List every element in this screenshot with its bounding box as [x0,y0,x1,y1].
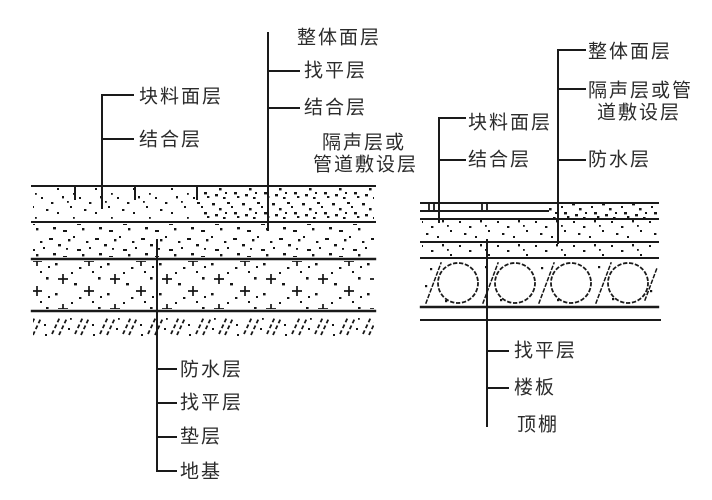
right-label-insulation-line1: 隔声层或管 [588,80,694,102]
right-section-drawing [419,49,661,427]
right-label-waterproof-layer: 防水层 [588,149,652,171]
slab-speckle-dots [425,266,653,303]
right-label-insulation-line2: 道敷设层 [597,102,682,124]
right-upper-left-leader [438,117,466,223]
right-label-leveling-layer: 找平层 [514,340,578,362]
left-layer-textures [33,188,374,337]
slab-spandrel-hatch [425,262,658,304]
left-label-foundation: 地基 [180,461,223,483]
left-block-joint-ticks [74,186,198,200]
left-layer-lines [30,185,377,313]
right-label-block-surface-layer: 块料面层 [468,112,553,134]
left-label-waterproof-layer: 防水层 [180,359,244,381]
right-bottom-leader [486,239,509,427]
left-label-bonding-layer-right: 结合层 [304,97,368,119]
right-label-monolithic-surface-layer: 整体面层 [588,41,673,63]
right-label-ceiling: 顶棚 [517,414,560,436]
right-label-bonding-layer: 结合层 [468,149,532,171]
left-label-monolithic-surface-layer: 整体面层 [297,27,382,49]
right-layer-textures [422,204,657,257]
hollow-core-slab-voids [437,262,649,304]
left-label-insulation-line1: 隔声层或 [322,132,407,154]
right-upper-right-leader [557,49,586,244]
left-label-bonding-layer-upper: 结合层 [139,129,203,151]
left-bottom-leader [156,239,177,472]
left-label-leveling-layer-lower: 找平层 [180,392,244,414]
left-upper-right-leader [267,32,300,231]
left-upper-left-leader [101,94,134,209]
left-label-cushion-layer: 垫层 [180,426,223,448]
right-layer-lines [419,202,661,321]
left-label-block-surface-layer: 块料面层 [139,86,224,108]
left-label-leveling-layer-upper: 找平层 [304,60,368,82]
left-label-insulation-line2: 管道敷设层 [313,154,419,176]
right-label-floor-slab: 楼板 [514,377,557,399]
right-block-joint-ticks [428,203,488,212]
left-section-drawing [30,32,377,472]
